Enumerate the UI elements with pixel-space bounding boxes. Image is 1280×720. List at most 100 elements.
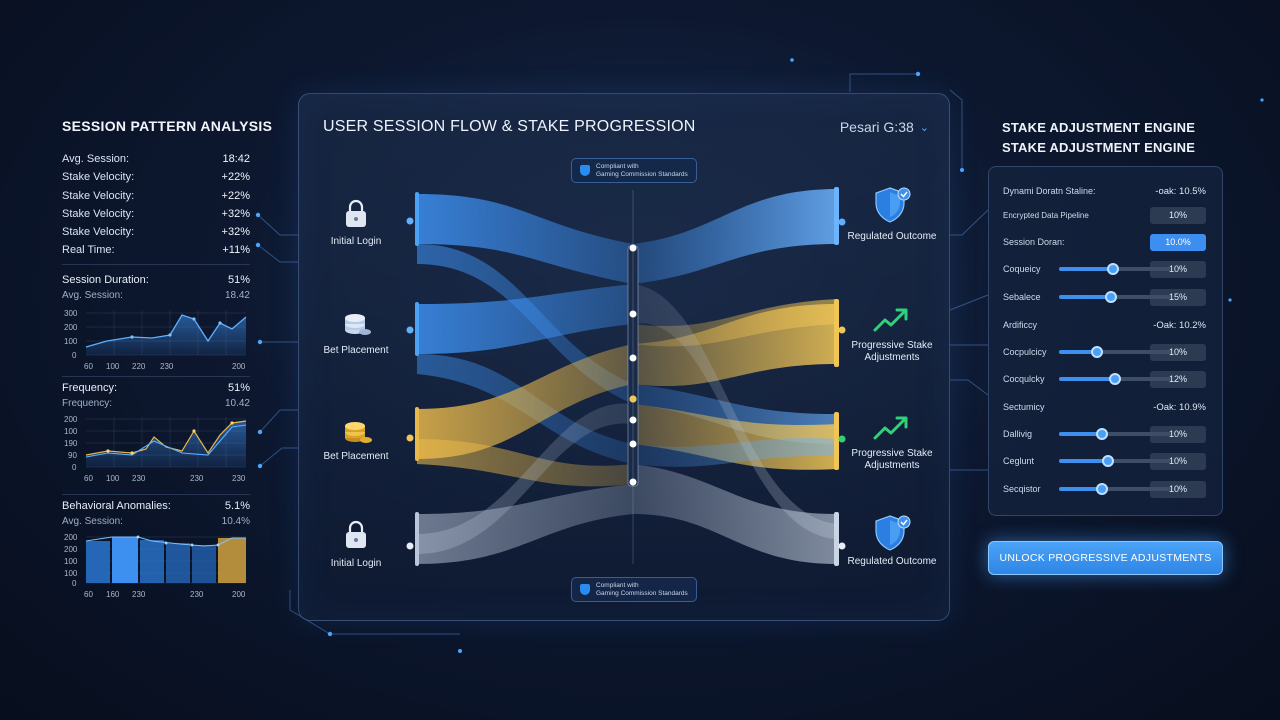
y-tick: 100 bbox=[64, 557, 78, 566]
series-line bbox=[85, 314, 247, 348]
sankey-flow-diagram bbox=[345, 187, 911, 566]
x-tick: 230 bbox=[190, 474, 204, 483]
session-duration-chart: Session Duration:51% Avg. Session:18.42 … bbox=[62, 274, 250, 375]
slider-row: Sebalece 15% bbox=[1003, 288, 1206, 306]
flow-left bbox=[417, 194, 633, 564]
y-tick: 200 bbox=[64, 415, 78, 424]
target-connector bbox=[838, 435, 846, 443]
adjustment-slider[interactable] bbox=[1059, 428, 1171, 440]
x-tick: 60 bbox=[84, 474, 93, 483]
source-label: Bet Placement bbox=[323, 345, 389, 356]
stat-row: Real Time:+11% bbox=[62, 244, 250, 257]
target-label: Regulated Outcome bbox=[847, 556, 937, 567]
target-node-bar bbox=[834, 412, 839, 470]
value-pill[interactable]: 10% bbox=[1150, 206, 1206, 224]
adjustment-slider[interactable] bbox=[1059, 263, 1171, 275]
chevron-down-icon: ⌄ bbox=[919, 121, 929, 134]
gold-coins-icon bbox=[345, 422, 372, 443]
source-node-bar bbox=[415, 407, 419, 461]
series-line-blue bbox=[85, 424, 247, 458]
slider-row: Secqistor 10% bbox=[1003, 480, 1206, 498]
adjustment-slider[interactable] bbox=[1059, 483, 1171, 495]
x-tick: 230 bbox=[190, 590, 204, 599]
stat-row: Avg. Session:18:42 bbox=[62, 153, 250, 165]
session-analysis-title: SESSION PATTERN ANALYSIS bbox=[62, 118, 273, 134]
area-fill bbox=[86, 421, 246, 467]
bar bbox=[86, 541, 110, 583]
target-connector bbox=[838, 218, 846, 226]
x-tick: 200 bbox=[232, 362, 246, 371]
trend-line bbox=[85, 536, 246, 547]
divider bbox=[62, 494, 250, 495]
source-label: Bet Placement bbox=[323, 451, 389, 462]
selector-value: Pesari G:38 bbox=[839, 119, 914, 135]
target-node-bar bbox=[834, 187, 839, 245]
frequency-chart: Frequency:51% Frequency:10.42 200 100 19… bbox=[62, 382, 250, 483]
x-tick: 160 bbox=[106, 590, 120, 599]
target-connector bbox=[838, 542, 846, 550]
value-pill: 10% bbox=[1150, 260, 1206, 278]
shield-check-icon bbox=[875, 515, 911, 551]
session-stats: Avg. Session:18:42 Stake Velocity:+22% S… bbox=[62, 150, 250, 260]
engine-row: Session Doran: 10.0% bbox=[1003, 233, 1206, 251]
x-tick: 60 bbox=[84, 590, 93, 599]
y-tick: 100 bbox=[64, 337, 78, 346]
value-pill-active[interactable]: 10.0% bbox=[1150, 233, 1206, 251]
y-tick: 200 bbox=[64, 545, 78, 554]
source-node-bar bbox=[415, 512, 419, 566]
source-node-bar bbox=[415, 302, 419, 356]
area-fill bbox=[86, 315, 246, 355]
shield-icon bbox=[580, 584, 590, 595]
slider-row: Dallivig 10% bbox=[1003, 425, 1206, 443]
source-connector bbox=[406, 217, 414, 225]
adjustment-slider[interactable] bbox=[1059, 291, 1171, 303]
y-tick: 0 bbox=[72, 579, 77, 588]
unlock-adjustments-button[interactable]: UNLOCK PROGRESSIVE ADJUSTMENTS bbox=[988, 541, 1223, 575]
y-tick: 0 bbox=[72, 463, 77, 472]
adjustment-slider[interactable] bbox=[1059, 373, 1171, 385]
adjustment-slider[interactable] bbox=[1059, 346, 1171, 358]
stat-row: Stake Velocity:+32% bbox=[62, 207, 250, 220]
y-tick: 90 bbox=[68, 451, 77, 460]
y-tick: 0 bbox=[72, 351, 77, 360]
lock-icon bbox=[346, 520, 366, 548]
behavioral-anomalies-chart: Behavioral Anomalies:5.1% Avg. Session:1… bbox=[62, 500, 250, 599]
source-label: Initial Login bbox=[330, 236, 382, 247]
source-connector bbox=[406, 542, 414, 550]
x-tick: 60 bbox=[84, 362, 93, 371]
adjustment-slider[interactable] bbox=[1059, 455, 1171, 467]
bar bbox=[166, 543, 190, 583]
shield-check-icon bbox=[875, 187, 911, 223]
y-tick: 190 bbox=[64, 439, 78, 448]
target-connector bbox=[838, 326, 846, 334]
source-label: Initial Login bbox=[330, 558, 382, 569]
flow-right bbox=[633, 189, 837, 564]
trend-up-icon bbox=[873, 308, 908, 332]
target-label: Progressive Stake Adjustments bbox=[851, 448, 933, 471]
y-tick: 200 bbox=[64, 533, 78, 542]
value-pill: 15% bbox=[1150, 288, 1206, 306]
y-tick: 100 bbox=[64, 427, 78, 436]
engine-row: Encrypted Data Pipeline 10% bbox=[1003, 206, 1206, 224]
frequency-sparkline: 200 100 190 90 0 60 100 230 230 230 bbox=[64, 415, 247, 483]
y-tick: 200 bbox=[64, 323, 78, 332]
period-selector[interactable]: Pesari G:38 ⌄ bbox=[840, 119, 929, 135]
bar bbox=[112, 537, 138, 583]
slider-row: Cocpulcicy 10% bbox=[1003, 343, 1206, 361]
value-pill: 10% bbox=[1150, 343, 1206, 361]
value-pill: 10% bbox=[1150, 452, 1206, 470]
bar bbox=[192, 545, 216, 583]
y-tick: 100 bbox=[64, 569, 78, 578]
value-pill: 10% bbox=[1150, 480, 1206, 498]
x-tick: 230 bbox=[132, 590, 146, 599]
lock-icon bbox=[346, 199, 366, 227]
divider bbox=[62, 264, 250, 265]
slider-row: Ceglunt 10% bbox=[1003, 452, 1206, 470]
x-tick: 230 bbox=[132, 474, 146, 483]
engine-row: Dynami Doratn Staline: -oak: 10.5% bbox=[1003, 185, 1206, 197]
y-tick: 300 bbox=[64, 309, 78, 318]
engine-row: Sectumicy -Oak: 10.9% bbox=[1003, 401, 1206, 413]
